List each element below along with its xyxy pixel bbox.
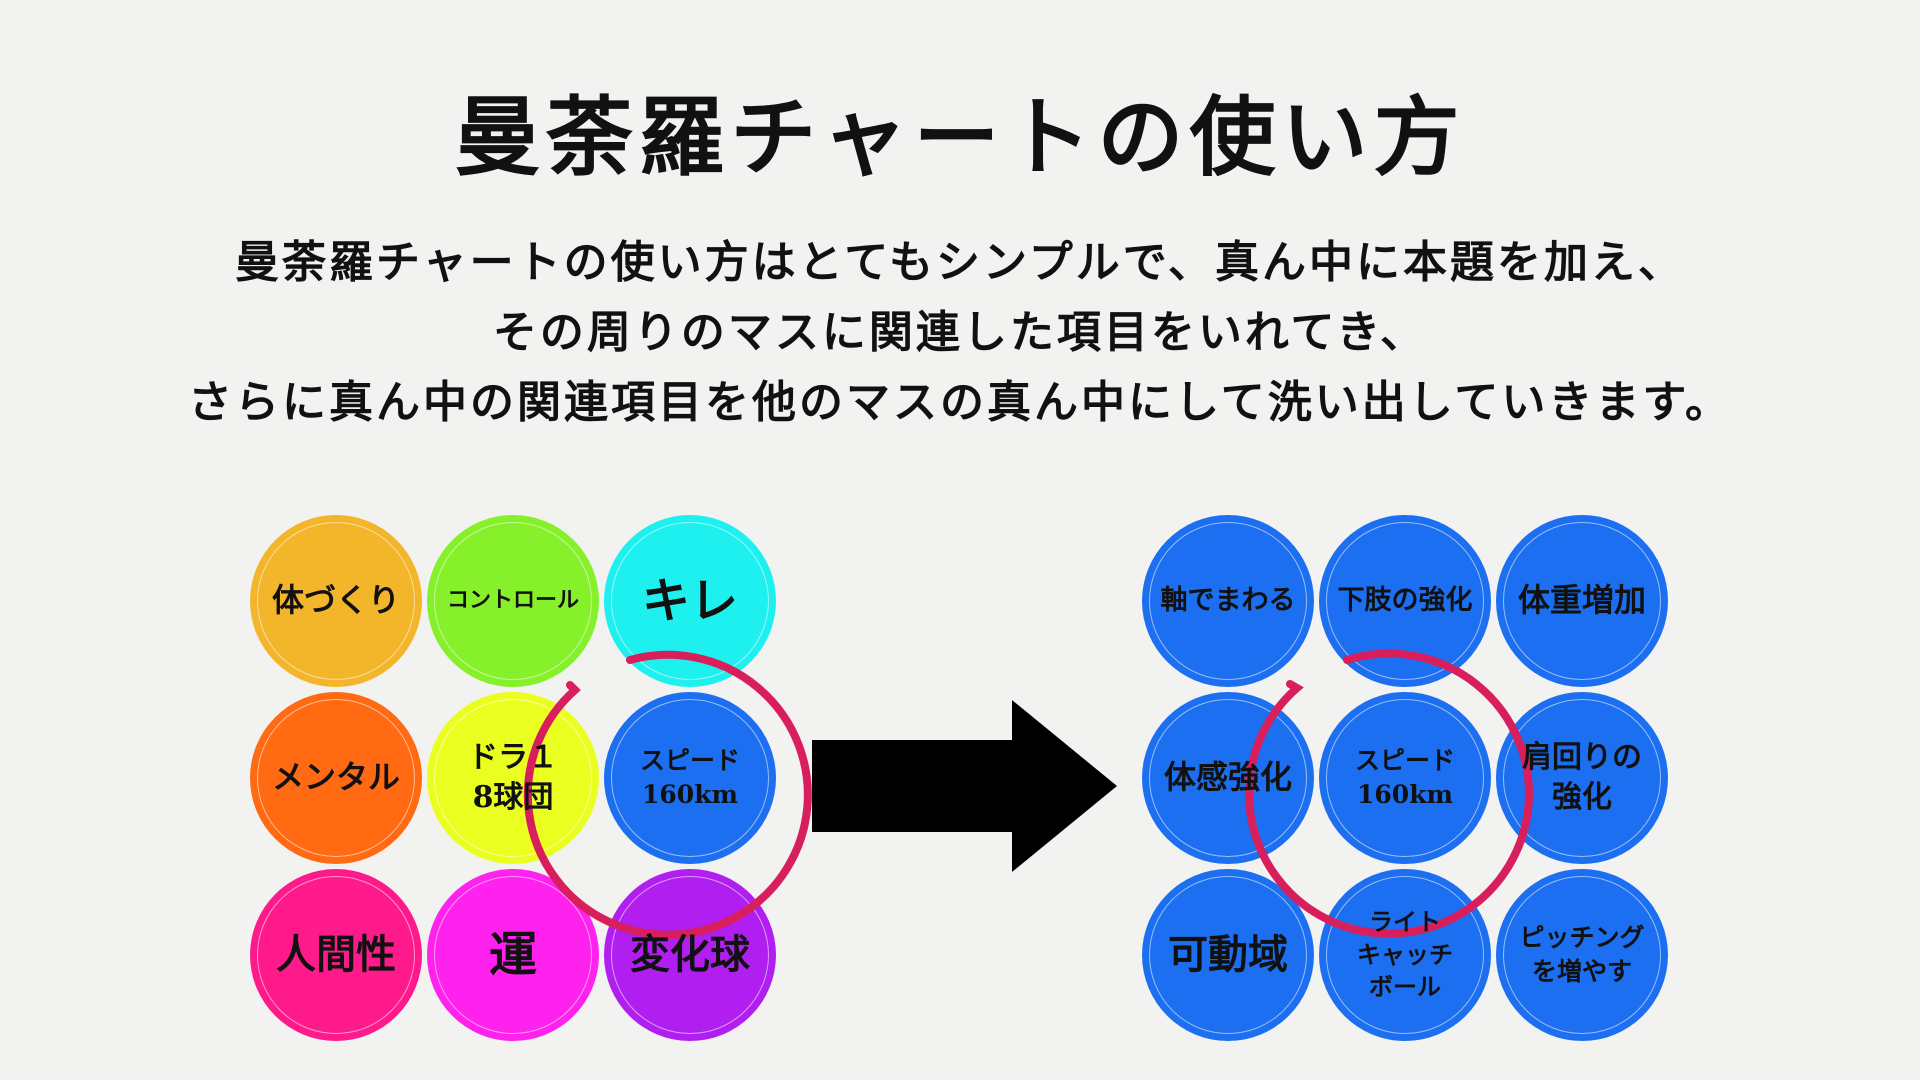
left-cell-9-line-1: 変化球 xyxy=(630,931,750,978)
right-cell-6: 肩回りの強化 xyxy=(1496,692,1668,864)
left-cell-9: 変化球 xyxy=(604,869,776,1041)
right-cell-8-line-2: キャッチ xyxy=(1357,939,1453,969)
left-cell-3: キレ xyxy=(604,515,776,687)
left-cell-4: メンタル xyxy=(250,692,422,864)
right-cell-7-line-1: 可動域 xyxy=(1168,931,1288,978)
left-cell-4-line-1: メンタル xyxy=(271,758,400,797)
right-cell-2-line-1: 下肢の強化 xyxy=(1337,584,1473,616)
right-cell-9: ピッチングを増やす xyxy=(1496,869,1668,1041)
right-cell-8-line-1: ライト xyxy=(1369,907,1441,937)
right-cell-6-line-2: 強化 xyxy=(1552,780,1612,815)
left-cell-7-line-1: 人間性 xyxy=(276,931,396,978)
right-cell-8-line-3: ボール xyxy=(1369,972,1441,1002)
left-cell-6-line-1: スピード xyxy=(639,746,740,776)
right-cell-4: 体感強化 xyxy=(1142,692,1314,864)
left-cell-2: コントロール xyxy=(427,515,599,687)
right-cell-8: ライトキャッチボール xyxy=(1319,869,1491,1041)
left-cell-7: 人間性 xyxy=(250,869,422,1041)
left-cell-6: スピード 160km xyxy=(604,692,776,864)
right-cell-3-line-1: 体重増加 xyxy=(1517,581,1646,620)
right-cell-5-line-1: スピード xyxy=(1354,746,1455,776)
right-cell-4-line-1: 体感強化 xyxy=(1163,758,1292,797)
description-line-1: 曼荼羅チャートの使い方はとてもシンプルで、真ん中に本題を加え、 xyxy=(235,237,1685,288)
left-cell-1: 体づくり xyxy=(250,515,422,687)
right-cell-6-line-1: 肩回りの xyxy=(1522,739,1642,775)
right-cell-5: スピード 160km xyxy=(1319,692,1491,864)
left-cell-5-line-1: ドラ１ xyxy=(468,739,558,775)
left-cell-3-line-1: キレ xyxy=(641,572,738,629)
arrow-shape xyxy=(812,700,1117,872)
description: 曼荼羅チャートの使い方はとてもシンプルで、真ん中に本題を加え、 その周りのマスに… xyxy=(0,228,1920,438)
right-cell-9-line-2: を増やす xyxy=(1531,957,1632,986)
left-cell-8: 運 xyxy=(427,869,599,1041)
left-cell-2-line-1: コントロール xyxy=(446,587,579,614)
left-cell-6-line-2: 160km xyxy=(642,780,738,809)
right-cell-3: 体重増加 xyxy=(1496,515,1668,687)
right-cell-2: 下肢の強化 xyxy=(1319,515,1491,687)
right-cell-1: 軸でまわる xyxy=(1142,515,1314,687)
description-line-2: その周りのマスに関連した項目をいれてき、 xyxy=(492,307,1428,358)
right-cell-1-line-1: 軸でまわる xyxy=(1160,584,1296,616)
left-cell-1-line-1: 体づくり xyxy=(271,581,400,620)
page-title: 曼荼羅チャートの使い方 xyxy=(454,87,1466,188)
right-cell-5-line-2: 160km xyxy=(1357,780,1453,809)
right-cell-7: 可動域 xyxy=(1142,869,1314,1041)
right-arrow-icon xyxy=(812,700,1117,872)
right-cell-9-line-1: ピッチング xyxy=(1519,923,1645,953)
left-cell-8-line-1: 運 xyxy=(488,926,537,983)
left-cell-5-line-2: 8球団 xyxy=(472,780,554,815)
description-line-3: さらに真ん中の関連項目を他のマスの真ん中にして洗い出していきます。 xyxy=(188,377,1732,428)
